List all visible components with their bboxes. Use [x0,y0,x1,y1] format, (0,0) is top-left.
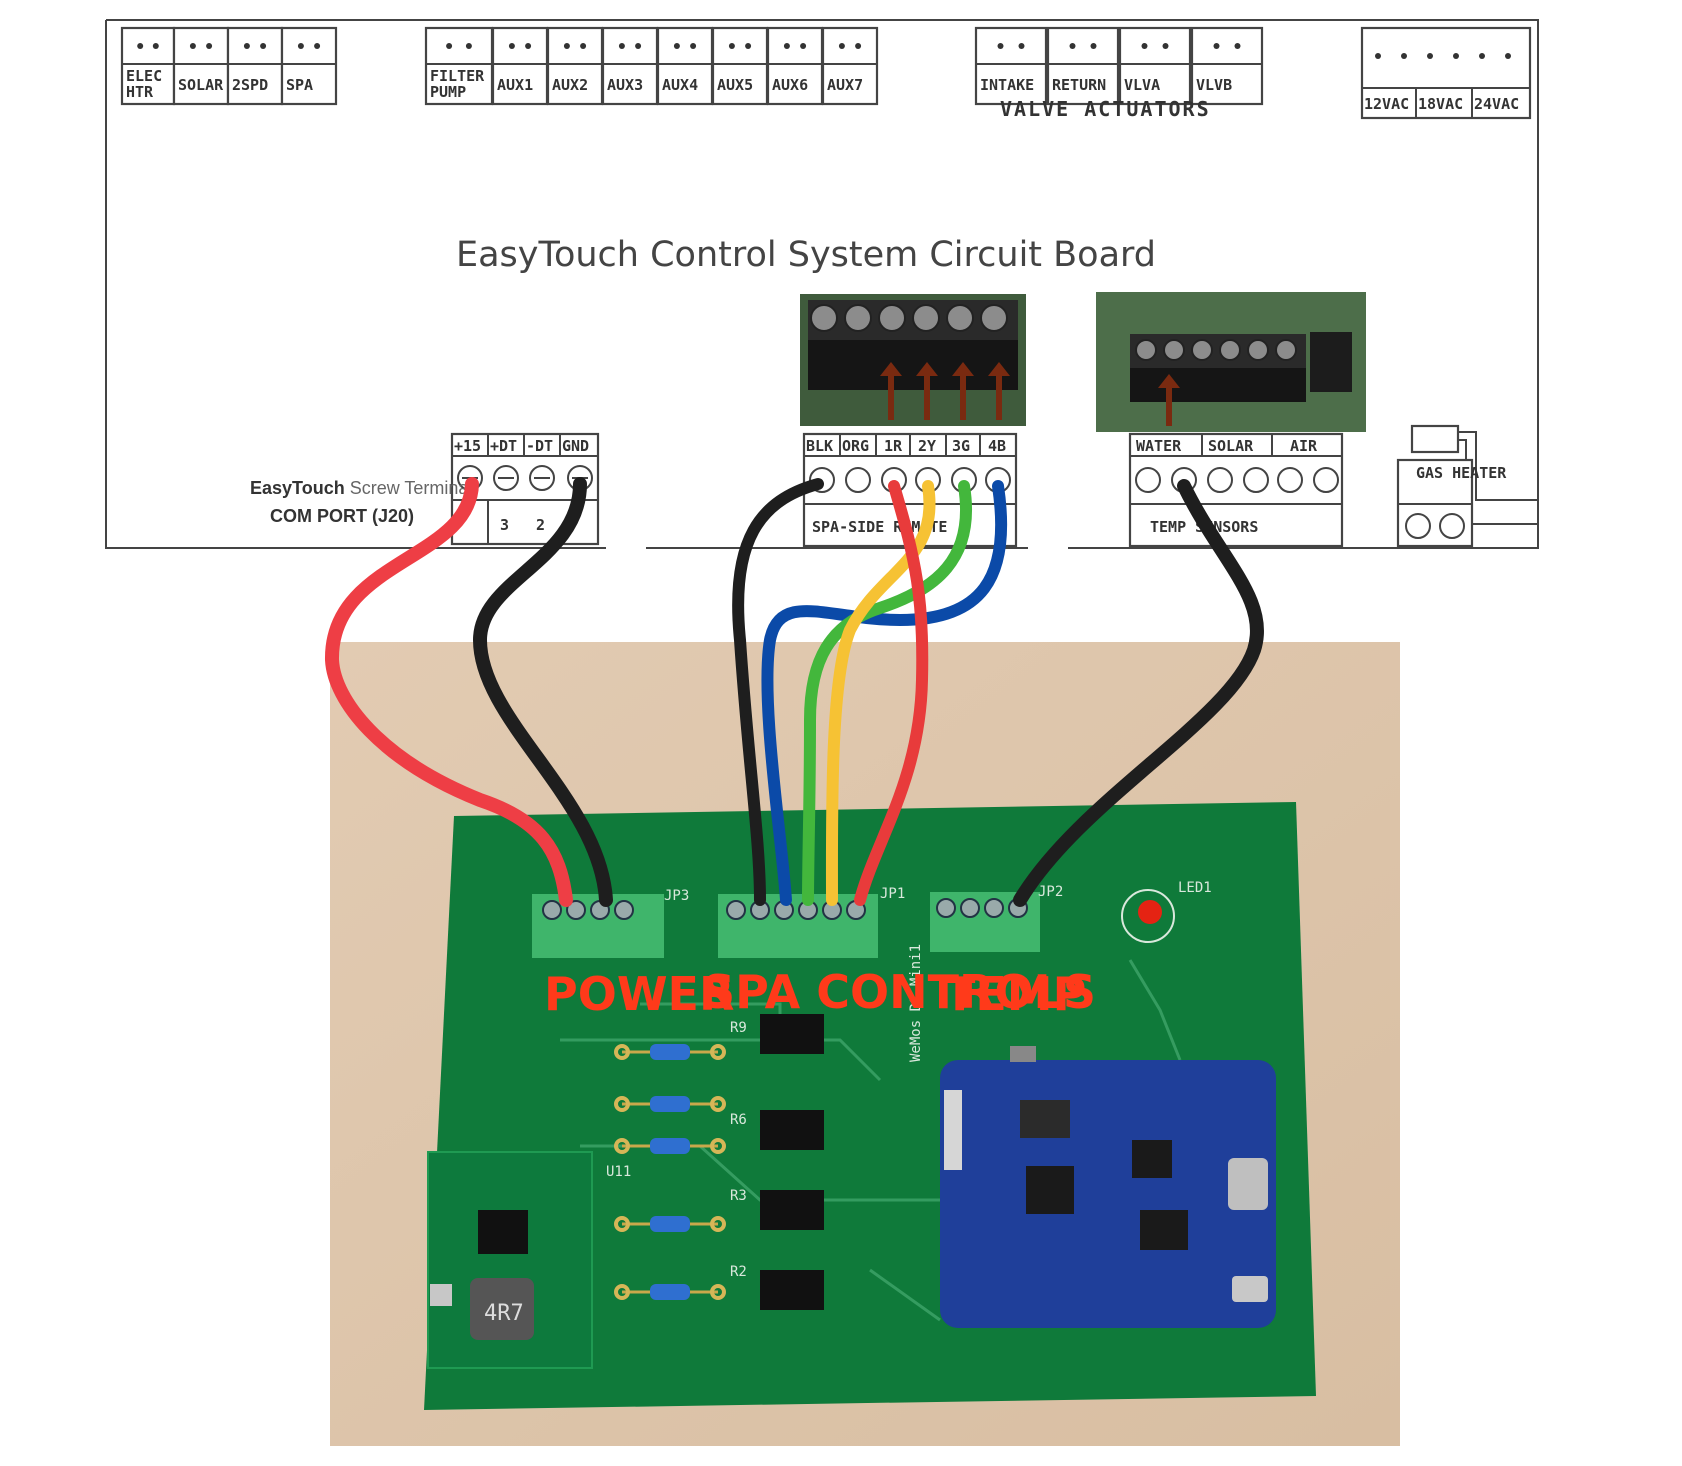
relay-header-aux1: AUX1 [497,76,533,94]
wire-green-3g [802,480,972,906]
com-pin-gnd: GND [562,437,589,455]
photo-label-spa-controls: SPA CONTROLS [702,965,1096,1019]
relay-header-solar: SOLAR [178,76,224,94]
wire-yellow-2y [825,480,936,906]
label-r9: R9 [730,1020,747,1036]
label-r6: R6 [730,1112,747,1128]
valve-actuators-title: VALVE ACTUATORS [1000,97,1211,121]
power-header-24vac: 24VAC [1474,95,1519,113]
led1 [1121,889,1175,943]
wire-black-gnd [472,477,613,907]
valve-actuator-headers: INTAKE RETURN VLVA VLVB [974,26,1264,106]
relay-header-aux2: AUX2 [552,76,588,94]
relay-header-aux7: AUX7 [827,76,863,94]
com-port-caption-2: COM PORT (J20) [270,506,414,526]
optocouplers [760,1014,824,1310]
com-number-3: 3 [500,516,509,534]
gas-heater-terminal: GAS HEATER [1396,424,1538,548]
power-headers: 12VAC 18VAC 24VAC [1360,26,1532,120]
relay-header-2spd: 2SPD [232,76,268,94]
spa-pin-1r: 1R [884,437,903,455]
resistors [614,1044,726,1300]
com-pin-dt-plus: +DT [490,437,517,455]
temp-pin-solar: SOLAR [1208,437,1254,455]
wire-black-temp [1013,479,1265,907]
spa-pin-3g: 3G [952,437,970,455]
label-jp2: JP2 [1038,884,1063,900]
photo-label-power: POWER [544,967,734,1021]
valve-header-return: RETURN [1052,76,1106,94]
jp1-connector [718,894,878,958]
buck-converter-module: 4R7 [427,1151,593,1369]
power-header-12vac: 12VAC [1364,95,1409,113]
jp3-connector [532,894,664,958]
label-u11: U11 [606,1164,631,1180]
wire-red-1r [854,480,929,906]
spa-pin-blk: BLK [806,437,833,455]
label-jp1: JP1 [880,886,905,902]
spa-pin-org: ORG [842,437,869,455]
label-led1: LED1 [1178,880,1212,896]
temp-pin-air: AIR [1290,437,1318,455]
wire-red-power [324,477,573,907]
temp-sensors-terminal: WATER SOLAR AIR TEMP SENSORS [1096,292,1366,548]
wire-blue-4b [761,480,1008,906]
inductor-label: 4R7 [484,1301,524,1326]
relay-header-aux3: AUX3 [607,76,643,94]
spa-remote-footer: SPA-SIDE REMOTE [812,518,947,536]
relay-header-aux5: AUX5 [717,76,753,94]
label-jp3: JP3 [664,888,689,904]
com-pin-15: +15 [454,437,481,455]
board-title: EasyTouch Control System Circuit Board [456,235,1156,275]
gas-heater-label: GAS HEATER [1416,464,1507,482]
label-r2: R2 [730,1264,747,1280]
relay-header-aux6: AUX6 [772,76,808,94]
wire-black-blk [732,478,824,906]
temp-pin-water: WATER [1136,437,1182,455]
spa-pin-4b: 4B [988,437,1006,455]
com-number-2: 2 [536,516,545,534]
power-header-18vac: 18VAC [1418,95,1463,113]
valve-header-vlvb: VLVB [1196,76,1232,94]
valve-header-vlva: VLVA [1124,76,1160,94]
photo-label-temp: TEMP [944,967,1086,1021]
wires [324,477,1265,907]
relay-header-aux4: AUX4 [662,76,698,94]
com-port-caption-1: EasyTouch Screw Terminal [250,478,472,498]
spa-remote-terminal: BLK ORG 1R 2Y 3G 4B SPA-SIDE REMOTE [800,294,1026,548]
relay-header-spa: SPA [286,76,313,94]
controller-pcb-photo: JP3 JP1 JP2 LED1 WeMos D1 Mini1 U11 [330,642,1400,1446]
label-wemos: WeMos D1 Mini1 [908,944,924,1062]
label-r3: R3 [730,1188,747,1204]
com-pin-dt-minus: -DT [526,437,553,455]
wemos-d1-mini [940,1046,1276,1328]
spa-pin-2y: 2Y [918,437,936,455]
valve-header-intake: INTAKE [980,76,1034,94]
